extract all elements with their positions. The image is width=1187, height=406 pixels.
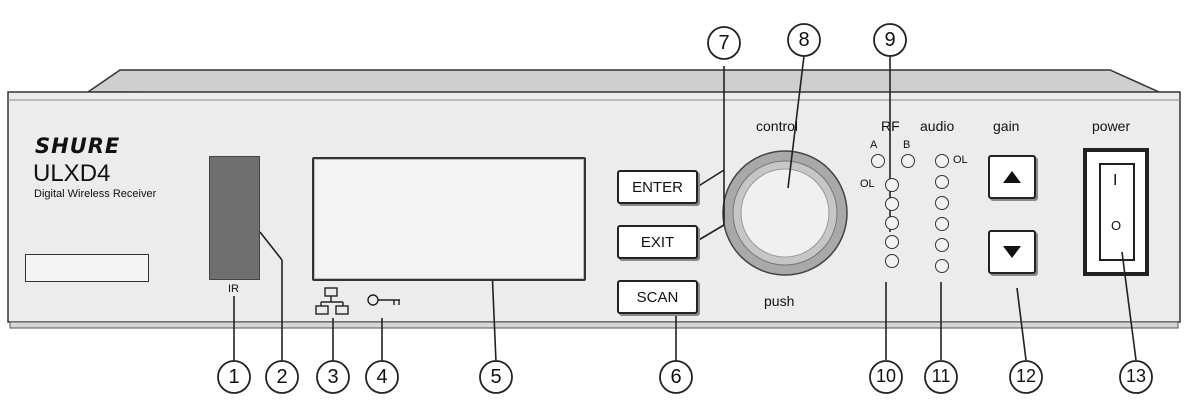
audio-ol-label: OL [953,154,968,166]
enter-button[interactable]: ENTER [617,170,698,204]
chassis-bottom [9,321,1179,329]
lock-icon [367,294,400,306]
rf-b-led [901,154,915,168]
callout-circle [1119,360,1153,394]
callout-circle [659,360,693,394]
callout-number: 9 [884,29,896,51]
callout-number: 3 [327,366,339,388]
rf-ol-label: OL [860,178,875,190]
callout-circle [787,23,821,57]
push-label: push [764,293,795,309]
callout-circle [1009,360,1043,394]
label-plate [25,254,149,282]
model-subtitle: Digital Wireless Receiver [34,188,157,200]
gain-down-button[interactable] [988,230,1036,274]
rf-meter-led [885,254,899,268]
network-icon [315,287,349,315]
power-on-mark: I [1113,172,1118,189]
rf-b-label: B [903,139,911,151]
ir-window [209,156,260,280]
triangle-up-icon [1003,171,1021,183]
callout-circle [873,23,907,57]
power-switch[interactable] [1085,150,1147,274]
audio-meter-led [935,259,949,273]
audio-meter-led [935,217,949,231]
brand-logo: SHURE [35,134,121,158]
callout-number: 5 [490,366,502,388]
rf-meter-led [885,197,899,211]
callout-number: 10 [875,366,897,386]
callout-circle [365,360,399,394]
callout-circle [316,360,350,394]
gain-up-button[interactable] [988,155,1036,199]
callout-circles [217,23,1153,394]
rf-meter-led [885,216,899,230]
callout-number: 4 [376,366,388,388]
triangle-down-icon [1003,246,1021,258]
lcd-display [312,157,586,281]
rf-meter-led [885,178,899,192]
model-name: ULXD4 [33,160,111,187]
callout-number: 6 [670,366,682,388]
power-switch-rocker [1099,163,1135,261]
callout-number: 1 [228,366,240,388]
callout-circle [869,360,903,394]
callout-number: 12 [1015,366,1037,386]
rf-meter-led [885,235,899,249]
rf-a-label: A [870,139,878,151]
callout-number: 2 [276,366,288,388]
audio-meter-led [935,175,949,189]
audio-label: audio [920,118,955,134]
callout-circle [265,360,299,394]
audio-ol-led [935,154,949,168]
ir-label: IR [228,283,239,295]
scan-button[interactable]: SCAN [617,280,698,314]
callout-number: 7 [718,32,730,54]
rf-a-led [871,154,885,168]
callout-circle [924,360,958,394]
callout-circle [707,26,741,60]
callout-number: 8 [798,29,810,51]
audio-meter-led [935,196,949,210]
callout-circle [479,360,513,394]
callout-circle [217,360,251,394]
power-off-mark: O [1111,218,1122,233]
control-label: control [756,118,799,134]
gain-label: gain [993,118,1020,134]
callout-number: 13 [1125,366,1147,386]
power-label: power [1092,118,1131,134]
front-panel [7,91,1181,323]
control-knob[interactable] [723,151,847,275]
control-knob-inner [740,168,830,258]
callout-number: 11 [931,366,951,386]
exit-button[interactable]: EXIT [617,225,698,259]
audio-meter-led [935,238,949,252]
rf-label: RF [881,118,900,134]
